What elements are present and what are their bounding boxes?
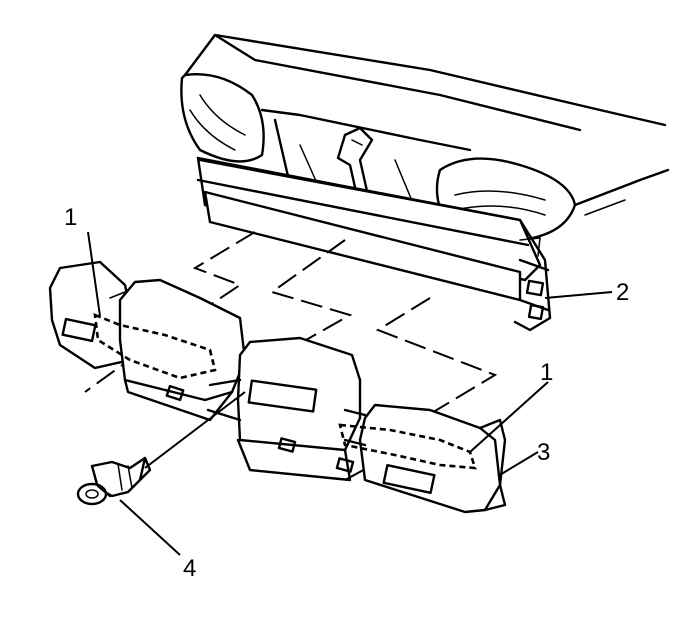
callout-1-right: 1 [540,359,553,386]
impact-bar [196,156,552,332]
callout-4: 4 [183,555,196,582]
callout-leaders [87,231,613,556]
callout-1-left: 1 [64,204,77,231]
energy-absorber [48,260,507,514]
push-in-retainer [76,391,246,506]
callout-3: 3 [537,439,550,466]
callout-2: 2 [616,279,629,306]
